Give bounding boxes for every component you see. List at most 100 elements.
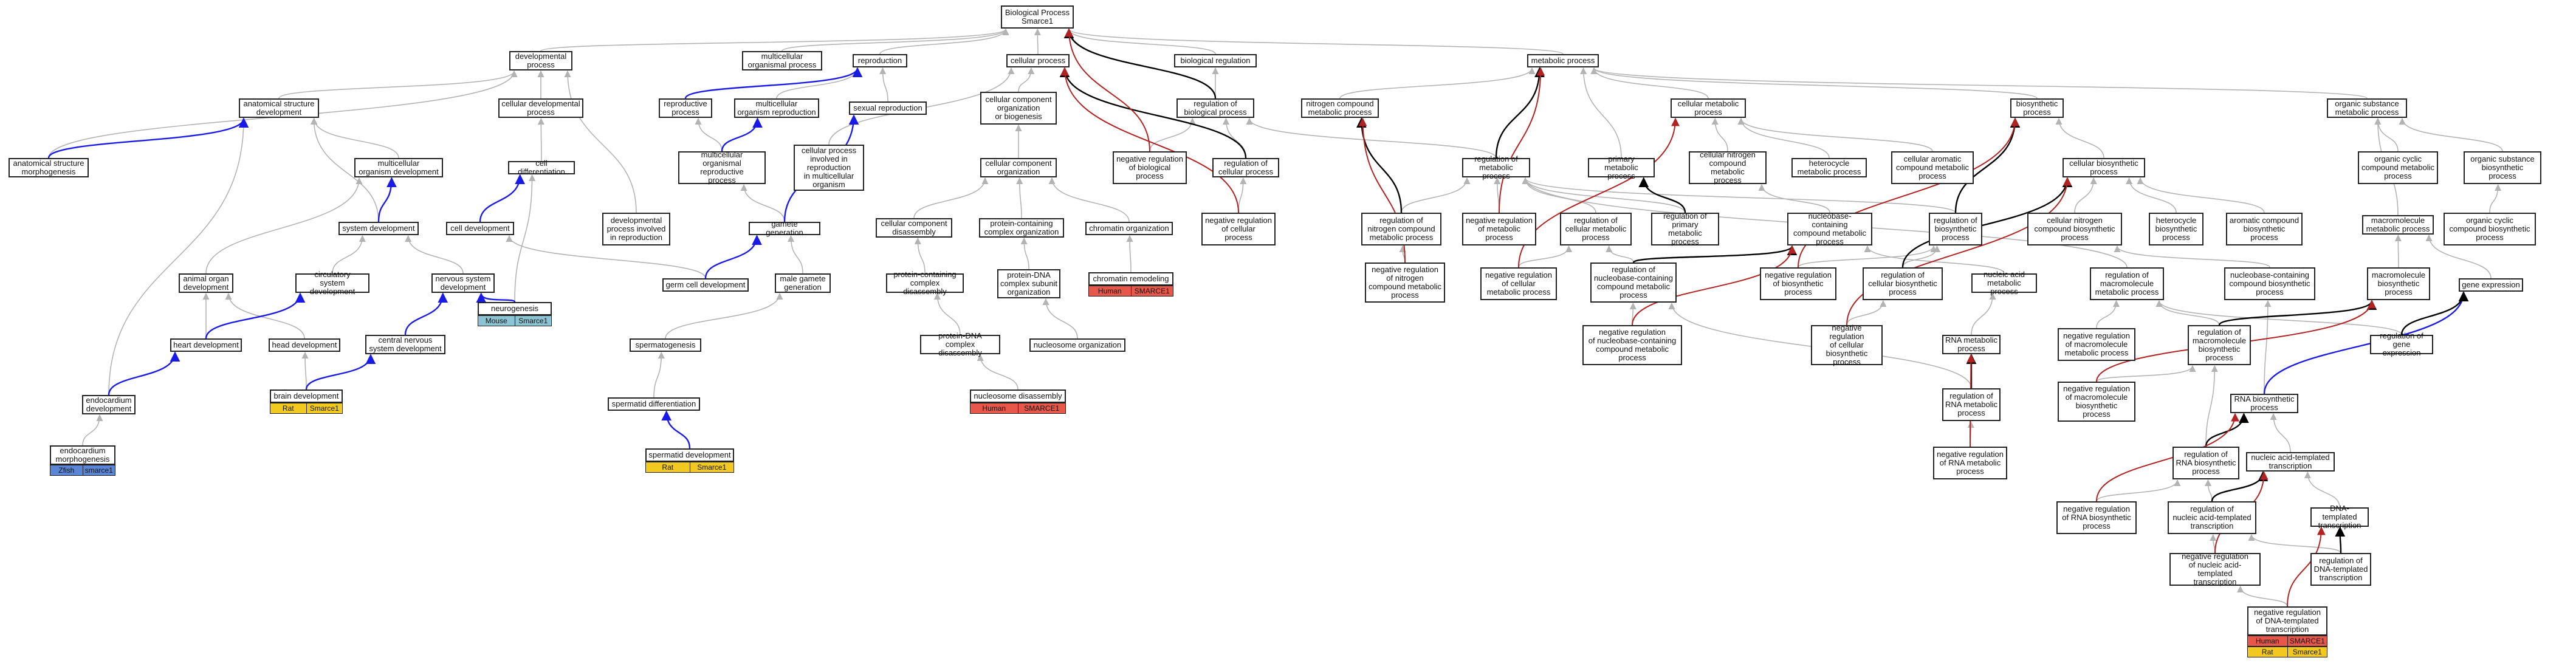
node-developmental-process-involved-in-reproduction[interactable]: developmental process involved in reprod… [602,213,670,245]
node-chromatin-remodeling[interactable]: chromatin remodeling [1088,272,1173,286]
node-regulation-of-biosynthetic-process[interactable]: regulation of biosynthetic process [1929,213,1982,245]
node-dna-templated-transcription[interactable]: DNA-templated transcription [2310,504,2369,530]
node-nucleic-acid-metabolic-process[interactable]: nucleic acid metabolic process [1971,270,2037,296]
node-animal-organ-development[interactable]: animal organ development [179,273,233,293]
node-chromatin-organization[interactable]: chromatin organization [1085,222,1173,235]
node-negative-regulation-of-nitrogen-compound-metabolic-process[interactable]: negative regulation of nitrogen compound… [1365,262,1445,303]
node-nitrogen-compound-metabolic-process[interactable]: nitrogen compound metabolic process [1301,98,1379,118]
node-cellular-nitrogen-compound-metabolic-process[interactable]: cellular nitrogen compound metabolic pro… [1689,151,1767,185]
node-heterocycle-metabolic-process[interactable]: heterocycle metabolic process [1791,158,1867,177]
node-cellular-component-organization-or-biogenesis[interactable]: cellular component organization or bioge… [980,92,1057,125]
node-endocardium-development[interactable]: endocardium development [82,395,136,414]
node-gamete-generation[interactable]: gamete generation [749,220,820,237]
node-macromolecule-biosynthetic-process[interactable]: macromolecule biosynthetic process [2367,267,2430,300]
node-gene-expression[interactable]: gene expression [2459,278,2523,292]
node-male-gamete-generation[interactable]: male gamete generation [775,273,831,293]
node-reproduction[interactable]: reproduction [853,54,907,67]
node-spermatid-differentiation[interactable]: spermatid differentiation [608,397,700,411]
node-cell-development[interactable]: cell development [446,222,514,235]
node-negative-regulation-of-macromolecule-biosynthetic-process[interactable]: negative regulation of macromolecule bio… [2058,382,2135,422]
node-regulation-of-nucleobase-containing-compound-metabolic-process[interactable]: regulation of nucleobase-containing comp… [1590,262,1677,303]
node-biological-regulation[interactable]: biological regulation [1174,54,1257,67]
node-protein-dna-complex-subunit-organization[interactable]: protein-DNA complex subunit organization [997,269,1060,298]
node-negative-regulation-of-dna-templated-transcription[interactable]: negative regulation of DNA-templated tra… [2247,606,2327,636]
node-system-development[interactable]: system development [338,222,419,235]
node-regulation-of-cellular-biosynthetic-process[interactable]: regulation of cellular biosynthetic proc… [1863,267,1943,300]
node-regulation-of-gene-expression[interactable]: regulation of gene expression [2370,332,2433,357]
node-regulation-of-rna-metabolic-process[interactable]: regulation of RNA metabolic process [1942,388,2001,421]
node-multicellular-organism-development[interactable]: multicellular organism development [354,158,443,177]
node-circulatory-system-development[interactable]: circulatory system development [295,270,369,296]
node-head-development[interactable]: head development [269,338,340,352]
node-regulation-of-dna-templated-transcription[interactable]: regulation of DNA-templated transcriptio… [2310,553,2371,586]
node-negative-regulation-of-metabolic-process[interactable]: negative regulation of metabolic process [1462,213,1536,245]
node-aromatic-compound-biosynthetic-process[interactable]: aromatic compound biosynthetic process [2226,213,2303,245]
node-negative-regulation-of-nucleic-acid-templated-transcription[interactable]: negative regulation of nucleic acid-temp… [2169,552,2261,586]
node-cellular-developmental-process[interactable]: cellular developmental process [498,98,583,118]
node-cellular-component-organization[interactable]: cellular component organization [980,158,1057,177]
node-cellular-biosynthetic-process[interactable]: cellular biosynthetic process [2063,158,2145,177]
node-protein-dna-complex-disassembly[interactable]: protein-DNA complex disassembly [920,332,1000,357]
node-negative-regulation-of-rna-biosynthetic-process[interactable]: negative regulation of RNA biosynthetic … [2056,501,2137,534]
node-metabolic-process[interactable]: metabolic process [1527,54,1599,67]
node-regulation-of-nitrogen-compound-metabolic-process[interactable]: regulation of nitrogen compound metaboli… [1361,213,1441,245]
node-heterocycle-biosynthetic-process[interactable]: heterocycle biosynthetic process [2149,213,2203,245]
node-organic-cyclic-compound-biosynthetic-process[interactable]: organic cyclic compound biosynthetic pro… [2444,213,2536,245]
node-multicellular-organismal-reproductive-process[interactable]: multicellular organismal reproductive pr… [678,151,766,185]
node-reproductive-process[interactable]: reproductive process [659,98,712,118]
node-negative-regulation-of-cellular-process[interactable]: negative regulation of cellular process [1201,213,1276,245]
node-cellular-process[interactable]: cellular process [1006,54,1070,67]
node-nucleobase-containing-compound-biosynthetic-process[interactable]: nucleobase-containing compound biosynthe… [2224,267,2315,300]
node-nervous-system-development[interactable]: nervous system development [431,273,495,293]
node-cellular-component-disassembly[interactable]: cellular component disassembly [876,218,952,238]
node-cellular-process-involved-in-reproduction[interactable]: cellular process involved in reproductio… [794,145,864,191]
node-regulation-of-nucleic-acid-templated-transcription[interactable]: regulation of nucleic acid-templated tra… [2168,501,2256,534]
node-nucleosome-organization[interactable]: nucleosome organization [1029,338,1125,352]
node-developmental-process[interactable]: developmental process [509,51,572,70]
node-organic-substance-biosynthetic-process[interactable]: organic substance biosynthetic process [2464,151,2541,184]
node-organic-substance-metabolic-process[interactable]: organic substance metabolic process [2327,98,2407,118]
node-multicellular-organismal-process[interactable]: multicellular organismal process [742,51,822,70]
node-negative-regulation-of-macromolecule-metabolic-process[interactable]: negative regulation of macromolecule met… [2058,328,2135,361]
node-nucleobase-containing-compound-metabolic-process[interactable]: nucleobase-containing compound metabolic… [1787,212,1872,246]
node-central-nervous-system-development[interactable]: central nervous system development [365,335,445,354]
node-negative-regulation-of-biological-process[interactable]: negative regulation of biological proces… [1113,151,1187,184]
node-negative-regulation-of-biosynthetic-process[interactable]: negative regulation of biosynthetic proc… [1760,267,1836,300]
node-cellular-aromatic-compound-metabolic-process[interactable]: cellular aromatic compound metabolic pro… [1891,151,1974,184]
node-brain-development[interactable]: brain development [270,389,343,403]
node-rna-biosynthetic-process[interactable]: RNA biosynthetic process [2230,394,2298,413]
node-regulation-of-cellular-metabolic-process[interactable]: regulation of cellular metabolic process [1560,213,1632,245]
node-protein-containing-complex-disassembly[interactable]: protein-containing complex disassembly [886,270,964,296]
node-regulation-of-metabolic-process[interactable]: regulation of metabolic process [1462,155,1530,180]
node-regulation-of-cellular-process[interactable]: regulation of cellular process [1212,158,1279,177]
node-nucleosome-disassembly[interactable]: nucleosome disassembly [970,389,1066,403]
node-cellular-nitrogen-compound-biosynthetic-process[interactable]: cellular nitrogen compound biosynthetic … [2027,213,2122,245]
node-sexual-reproduction[interactable]: sexual reproduction [849,101,927,115]
node-regulation-of-biological-process[interactable]: regulation of biological process [1176,98,1254,118]
node-regulation-of-macromolecule-biosynthetic-process[interactable]: regulation of macromolecule biosynthetic… [2188,325,2251,365]
node-biosynthetic-process[interactable]: biosynthetic process [2010,98,2064,118]
node-regulation-of-macromolecule-metabolic-process[interactable]: regulation of macromolecule metabolic pr… [2090,267,2164,300]
node-spermatogenesis[interactable]: spermatogenesis [630,338,701,352]
node-protein-containing-complex-organization[interactable]: protein-containing complex organization [979,218,1064,238]
node-biological-process[interactable]: Biological Process Smarce1 [1001,5,1074,29]
node-macromolecule-metabolic-process[interactable]: macromolecule metabolic process [2362,215,2434,235]
node-multicellular-organism-reproduction[interactable]: multicellular organism reproduction [734,98,819,118]
node-regulation-of-rna-biosynthetic-process[interactable]: regulation of RNA biosynthetic process [2172,447,2239,479]
node-organic-cyclic-compound-metabolic-process[interactable]: organic cyclic compound metabolic proces… [2358,151,2438,184]
node-anatomical-structure-morphogenesis[interactable]: anatomical structure morphogenesis [9,158,89,177]
node-negative-regulation-of-nucleobase-containing-compound-metabolic-process[interactable]: negative regulation of nucleobase-contai… [1582,325,1682,365]
node-heart-development[interactable]: heart development [170,338,242,352]
node-cell-differentiation[interactable]: cell differentiation [508,159,575,176]
node-nucleic-acid-templated-transcription[interactable]: nucleic acid-templated transcription [2246,452,2335,472]
node-spermatid-development[interactable]: spermatid development [645,448,734,462]
node-neurogenesis[interactable]: neurogenesis [478,302,552,315]
node-germ-cell-development[interactable]: germ cell development [662,278,749,292]
node-endocardium-morphogenesis[interactable]: endocardium morphogenesis [50,445,115,465]
node-negative-regulation-of-cellular-metabolic-process[interactable]: negative regulation of cellular metaboli… [1480,267,1557,300]
node-cellular-metabolic-process[interactable]: cellular metabolic process [1671,98,1746,118]
node-regulation-of-primary-metabolic-process[interactable]: regulation of primary metabolic process [1651,212,1719,246]
node-primary-metabolic-process[interactable]: primary metabolic process [1588,155,1655,180]
node-anatomical-structure-development[interactable]: anatomical structure development [239,98,319,118]
node-rna-metabolic-process[interactable]: RNA metabolic process [1942,335,2001,354]
